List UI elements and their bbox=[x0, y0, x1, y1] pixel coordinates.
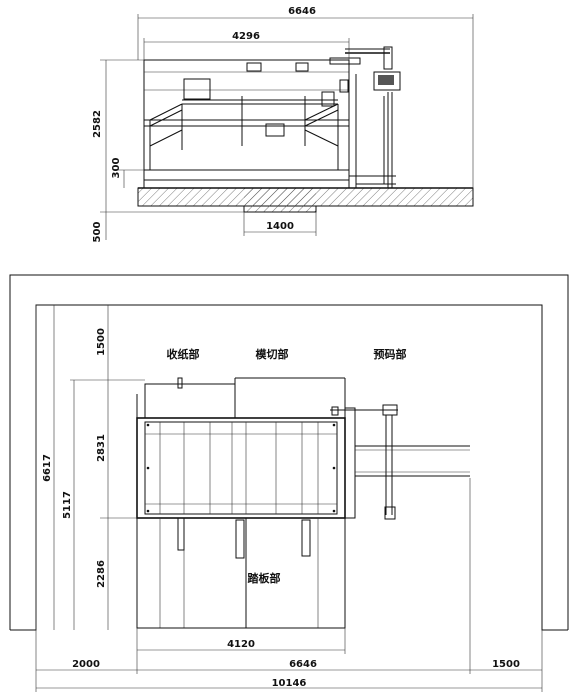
arm-bracket bbox=[329, 57, 361, 65]
dim-front-base: 300 bbox=[111, 158, 122, 179]
dim-front-pit-depth: 500 bbox=[92, 222, 103, 243]
dim-left-clear: 2000 bbox=[72, 659, 100, 670]
dim-pedal-depth: 2286 bbox=[96, 560, 107, 588]
plan-outer-border bbox=[9, 274, 569, 630]
dim-front-overall-width: 6646 bbox=[288, 6, 316, 17]
control-box bbox=[183, 78, 211, 100]
label-feeder: 预码部 bbox=[374, 347, 407, 361]
dim-front-height: 2582 bbox=[92, 110, 103, 138]
dim-front-pit-width: 1400 bbox=[266, 221, 294, 232]
plan-view: 收纸部 模切部 预码部 踏板部 bbox=[9, 274, 569, 692]
dim-front-inner-width: 4296 bbox=[232, 31, 260, 42]
top-panel-left bbox=[246, 62, 262, 72]
plan-inner-border bbox=[10, 304, 568, 631]
machine-body bbox=[143, 59, 350, 189]
label-pedal: 踏板部 bbox=[248, 571, 281, 585]
label-die-cutting: 模切部 bbox=[256, 347, 289, 361]
front-view: 6646 4296 2582 300 500 1400 bbox=[92, 6, 474, 243]
pedal-area bbox=[136, 517, 346, 629]
dim-machine-length: 6646 bbox=[289, 659, 317, 670]
dim-depth-with-pedal: 5117 bbox=[62, 491, 73, 519]
label-delivery: 收纸部 bbox=[167, 347, 200, 361]
delivery-box bbox=[144, 383, 236, 419]
dim-total-length: 10146 bbox=[272, 678, 307, 689]
dim-total-depth: 6617 bbox=[42, 454, 53, 482]
top-panel-right bbox=[295, 62, 309, 72]
center-window bbox=[265, 123, 285, 137]
control-panel bbox=[373, 71, 401, 91]
pit-outline bbox=[243, 206, 317, 213]
dim-right-clear: 1500 bbox=[492, 659, 520, 670]
pit-hatch bbox=[244, 188, 316, 212]
machine-frame bbox=[136, 417, 346, 519]
dim-frame-width: 4120 bbox=[227, 639, 255, 650]
dim-machine-depth: 2831 bbox=[96, 434, 107, 462]
dim-top-clear: 1500 bbox=[96, 328, 107, 356]
